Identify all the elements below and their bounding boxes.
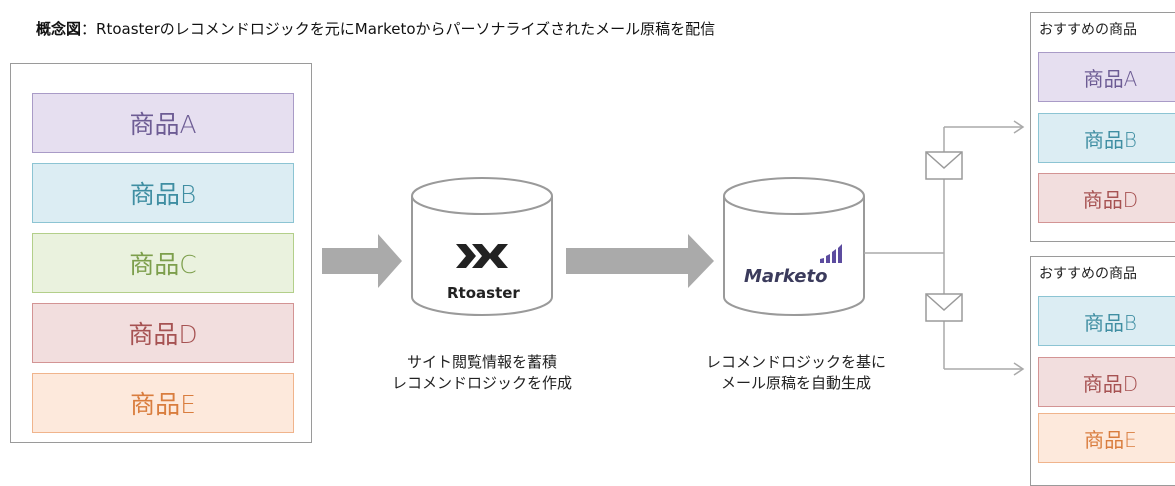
diagram-title-prefix: 概念図: [36, 20, 82, 38]
diagram-title: 概念図：Rtoasterのレコメンドロジックを元にMarketoからパーソナライ…: [36, 18, 715, 39]
recommendation-1-product-a: 商品A: [1038, 52, 1175, 102]
flow-arrow-to-marketo: [566, 234, 714, 288]
recommendation-panel-2-title: おすすめの商品: [1039, 266, 1137, 282]
recommendation-2-product-e: 商品E: [1038, 413, 1175, 463]
email-envelope-icon-1: [925, 151, 963, 180]
recommendation-1-product-b: 商品B: [1038, 113, 1175, 163]
recommendation-panel-1-title: おすすめの商品: [1039, 22, 1137, 38]
recommendation-2-product-b: 商品B: [1038, 296, 1175, 346]
source-product-a: 商品A: [32, 93, 294, 153]
marketo-caption-line1: レコメンドロジックを基に: [705, 353, 886, 371]
rtoaster-caption-line2: レコメンドロジックを作成: [391, 374, 572, 392]
rtoaster-label: Rtoaster: [447, 284, 520, 302]
email-envelope-icon-2: [925, 293, 963, 322]
flow-arrow-to-rtoaster: [322, 234, 402, 288]
source-product-e: 商品E: [32, 373, 294, 433]
rtoaster-logo-icon: [456, 244, 508, 268]
rtoaster-caption: サイト閲覧情報を蓄積 レコメンドロジックを作成: [372, 352, 592, 394]
source-product-c: 商品C: [32, 233, 294, 293]
marketo-label: Marketo: [744, 266, 828, 287]
marketo-caption-line2: メール原稿を自動生成: [720, 374, 871, 392]
source-product-d: 商品D: [32, 303, 294, 363]
recommendation-1-product-d: 商品D: [1038, 173, 1175, 223]
marketo-logo-icon: [820, 244, 842, 263]
diagram-title-text: Rtoasterのレコメンドロジックを元にMarketoからパーソナライズされた…: [96, 20, 716, 38]
rtoaster-caption-line1: サイト閲覧情報を蓄積: [406, 353, 557, 371]
marketo-database-icon: [723, 177, 865, 316]
diagram-title-separator: ：: [81, 20, 97, 38]
source-product-b: 商品B: [32, 163, 294, 223]
recommendation-2-product-d: 商品D: [1038, 357, 1175, 407]
marketo-caption: レコメンドロジックを基に メール原稿を自動生成: [686, 352, 906, 394]
